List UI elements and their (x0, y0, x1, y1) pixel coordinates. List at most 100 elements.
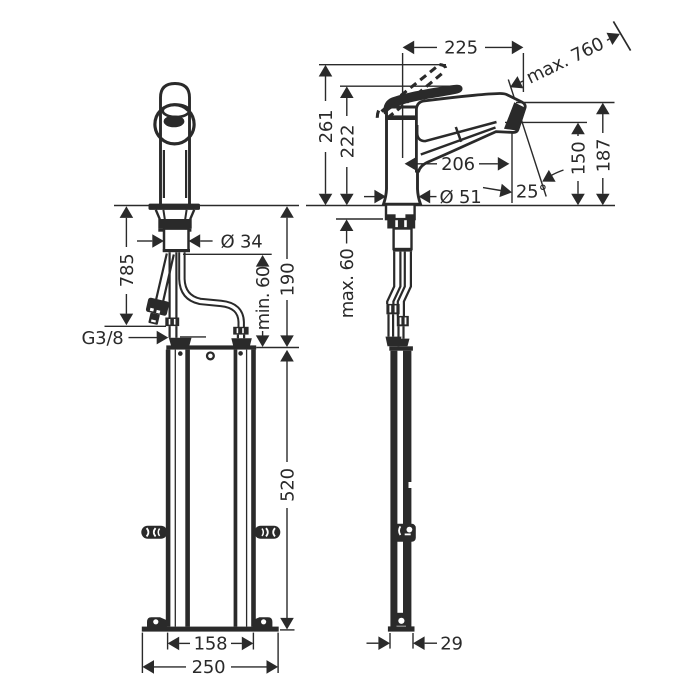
arrowhead (339, 219, 354, 231)
dim-206-label: 206 (441, 154, 475, 175)
arrowhead (340, 193, 354, 206)
front-check-valve-left (168, 337, 192, 347)
spout-seam (415, 120, 497, 143)
side-hose-fitting (386, 303, 400, 315)
drawing-root: 225 max. 760 261 222 (81, 20, 632, 678)
dim-785-label: 785 (117, 254, 138, 288)
side-escutcheon-corner (405, 214, 414, 219)
spout-cross-seam (454, 126, 463, 143)
fitting-slit (399, 317, 402, 325)
arrowhead (142, 660, 154, 674)
plate-rail-thin-lines (174, 349, 248, 627)
arrowhead (156, 330, 169, 345)
end-tick (612, 20, 632, 52)
dim-29: 29 (366, 633, 463, 654)
arrowhead (596, 193, 610, 206)
fitting-slit (236, 328, 239, 334)
dim-max760: max. 760 (507, 20, 632, 94)
rail-bottom-bar (387, 626, 415, 632)
fitting-slit (404, 317, 407, 325)
side-mounting-rail (387, 346, 416, 632)
dim-dia34-label: Ø 34 (221, 231, 263, 252)
dim-250: 250 (141, 632, 279, 678)
front-hose-fitting (165, 317, 180, 327)
side-shank-cap (392, 248, 413, 252)
dim-206: 206 (404, 154, 510, 175)
arrowhead (167, 636, 180, 651)
front-check-valve-right (231, 338, 252, 347)
arrowhead (266, 660, 279, 674)
dim-158: 158 (166, 632, 255, 655)
dim-dia34: Ø 34 (137, 231, 263, 252)
dim-187: 187 (516, 101, 615, 206)
arrowhead (571, 193, 585, 206)
side-mounting-nut (387, 218, 416, 229)
dim-dia51: Ø 51 (364, 187, 482, 208)
arrowhead (280, 349, 294, 362)
plate-clip-left (141, 525, 168, 539)
dim-225: 225 (402, 38, 525, 92)
spray-outlet-band (504, 102, 526, 131)
arrowhead (241, 636, 254, 651)
fitting-slit (173, 319, 176, 325)
nut-slit (395, 220, 398, 228)
dim-225-label: 225 (444, 38, 478, 59)
arrowhead (378, 636, 390, 650)
plate-screw (178, 351, 183, 356)
dim-261: 261 (316, 63, 446, 206)
arrowhead (402, 40, 415, 55)
front-hose-diagonal (145, 253, 175, 325)
rail-bar (403, 350, 412, 627)
dim-min60-label: min. 60 (253, 266, 274, 330)
front-valve-tube (236, 334, 246, 339)
arrowhead (596, 102, 610, 115)
dim-158-label: 158 (194, 634, 228, 655)
dim-520-label: 520 (278, 468, 299, 502)
dim-max60-label: max. 60 (337, 249, 358, 319)
dim-max760-label: max. 760 (523, 33, 607, 88)
dim-29-label: 29 (440, 633, 463, 654)
dim-520: 520 (278, 349, 299, 631)
front-shank (162, 227, 190, 252)
side-escutcheon-corner (387, 214, 396, 219)
dim-222: 222 (337, 85, 456, 206)
front-mounting-plate (141, 345, 281, 632)
rail-bar (390, 350, 398, 627)
plate-bottom-bar (141, 626, 279, 632)
plate-foot-right (252, 617, 273, 627)
front-hose-fitting-right (233, 326, 249, 335)
dim-min60: min. 60 (183, 253, 274, 347)
fitting-slit (389, 305, 392, 313)
front-escutcheon (148, 203, 200, 210)
fitting-slit (242, 328, 244, 334)
dim-222-label: 222 (337, 125, 358, 159)
plate-rails (165, 349, 256, 627)
side-body-joint (385, 115, 419, 120)
arrowhead (255, 335, 270, 347)
front-view (141, 82, 281, 632)
dim-dia51-label: Ø 51 (440, 187, 482, 208)
dim-190-label: 190 (278, 263, 299, 297)
arrowhead (511, 40, 524, 55)
side-shank (392, 227, 413, 251)
dim-150-label: 150 (569, 142, 590, 176)
dim-max60: max. 60 (336, 218, 383, 319)
arrowhead (280, 206, 294, 218)
plate-screw (238, 351, 243, 356)
dim-250-label: 250 (192, 657, 226, 678)
side-handle (383, 84, 463, 115)
side-check-valve (395, 338, 410, 347)
front-shank-cap (162, 249, 190, 253)
arrowhead (255, 255, 270, 267)
rail-clip (392, 523, 416, 542)
arrowhead (318, 193, 333, 206)
dim-g38-label: G3/8 (81, 328, 123, 349)
fitting-slit (168, 319, 171, 325)
dim-261-label: 261 (316, 110, 337, 144)
arrowhead (606, 27, 623, 46)
plate-foot-left (147, 617, 167, 627)
dim-150: 150 (505, 121, 590, 206)
dim-angle25-label: 25° (516, 182, 547, 203)
side-hose-fitting (396, 315, 409, 327)
plate-hole (205, 351, 215, 361)
